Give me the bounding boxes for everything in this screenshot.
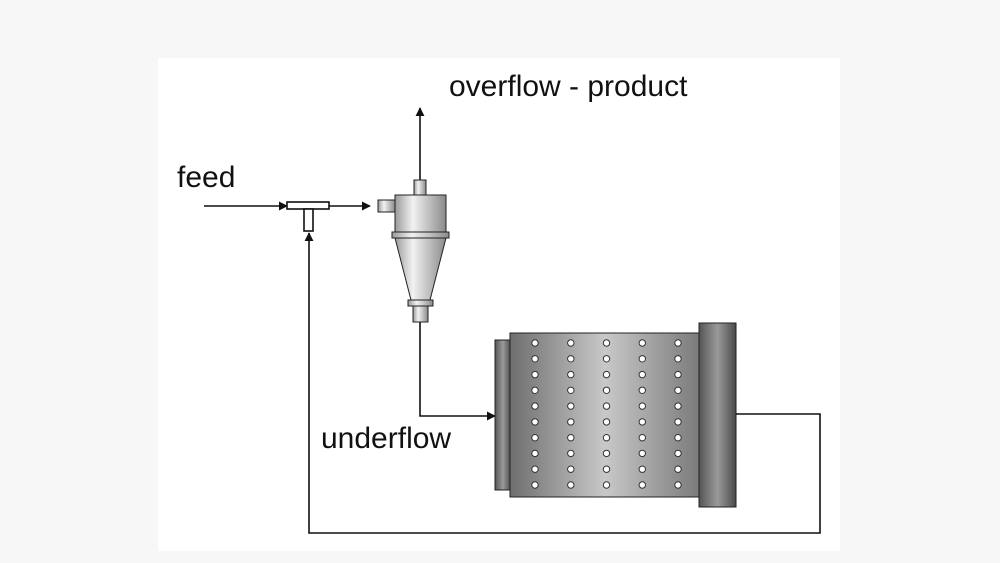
mill-hole	[674, 402, 682, 410]
underflow-label: underflow	[321, 422, 452, 455]
cyclone-cone	[394, 237, 447, 301]
overflow-product-label: overflow - product	[449, 70, 688, 103]
mill-hole	[567, 402, 575, 410]
hydrocyclone	[377, 179, 450, 323]
mill-hole	[674, 449, 682, 458]
mill-hole	[567, 370, 575, 379]
mill-hole	[638, 355, 646, 363]
mill-hole	[567, 355, 575, 363]
mill-hole	[602, 418, 611, 426]
ball-mill	[494, 322, 737, 508]
mill-hole	[531, 370, 539, 379]
mill-hole	[567, 386, 575, 394]
mill-hole	[531, 418, 539, 426]
mill-hole	[638, 418, 646, 426]
mill-hole	[602, 339, 611, 347]
cyclone-cylinder	[394, 194, 447, 233]
mill-hole	[674, 339, 682, 347]
underflow-line	[419, 322, 496, 421]
mill-hole	[531, 386, 539, 394]
mill-hole	[531, 465, 539, 473]
mill-hole	[567, 434, 575, 442]
mill-hole	[638, 370, 646, 379]
feed-label: feed	[177, 161, 236, 194]
mill-hole	[638, 449, 646, 458]
mill-hole	[638, 481, 646, 489]
mill-hole	[602, 402, 611, 410]
mill-hole	[638, 339, 646, 347]
cyclone-apex	[412, 305, 429, 323]
cyclone-inlet	[377, 199, 396, 213]
mill-hole	[531, 449, 539, 458]
mill-hole	[674, 434, 682, 442]
mill-hole	[674, 386, 682, 394]
mill-hole	[602, 434, 611, 442]
mill-hole	[567, 465, 575, 473]
mill-hole	[674, 418, 682, 426]
mill-hole	[567, 449, 575, 458]
mill-hole	[602, 355, 611, 363]
cyclone-vortex-finder	[413, 179, 427, 197]
mill-hole	[638, 386, 646, 394]
mill-hole	[531, 402, 539, 410]
mill-discharge-end	[698, 322, 737, 508]
mill-hole	[567, 481, 575, 489]
mill-hole	[638, 465, 646, 473]
mill-hole	[674, 355, 682, 363]
mill-hole	[638, 434, 646, 442]
mill-hole	[638, 402, 646, 410]
mill-hole	[674, 370, 682, 379]
recycle-line	[304, 232, 821, 534]
mill-hole	[602, 465, 611, 473]
mill-hole	[531, 434, 539, 442]
mill-hole	[602, 449, 611, 458]
mill-hole	[674, 465, 682, 473]
mill-hole	[674, 481, 682, 489]
mill-hole	[531, 355, 539, 363]
mill-hole	[567, 418, 575, 426]
mill-holes	[531, 339, 682, 489]
mill-hole	[602, 370, 611, 379]
mill-hole	[531, 339, 539, 347]
mill-feed-end	[494, 339, 512, 491]
mill-hole	[602, 481, 611, 489]
mill-hole	[567, 339, 575, 347]
mill-hole	[531, 481, 539, 489]
tee-junction	[286, 201, 330, 232]
mill-hole	[602, 386, 611, 394]
